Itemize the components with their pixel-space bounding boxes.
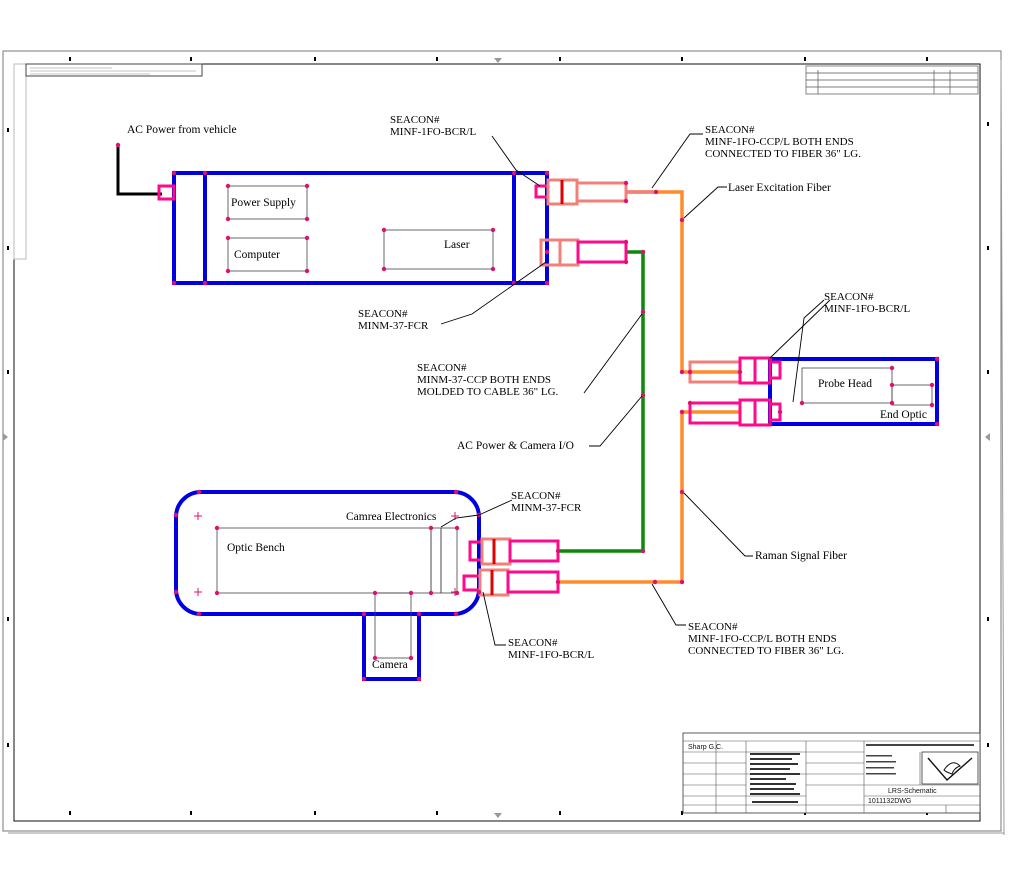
- vehicle-power-connector: [539, 238, 628, 267]
- vehicle-enclosure: [172, 171, 549, 285]
- camera-label: Camera: [372, 659, 408, 671]
- svg-text:SEACON#: SEACON#: [508, 637, 558, 649]
- ac-power-camera-cable: [558, 250, 645, 553]
- probe-enclosure: [768, 357, 939, 426]
- raman-fiber-label: Raman Signal Fiber: [755, 550, 847, 562]
- probe-signal-connector: [688, 398, 782, 427]
- svg-text:MINM-37-FCR: MINM-37-FCR: [358, 320, 429, 332]
- svg-text:MINM-37-CCP BOTH ENDS: MINM-37-CCP BOTH ENDS: [417, 374, 551, 386]
- sheet-inner-border: [13, 63, 981, 822]
- leader-lines: [440, 133, 831, 646]
- svg-text:SEACON#: SEACON#: [705, 124, 755, 136]
- svg-text:CONNECTED TO FIBER 36" LG.: CONNECTED TO FIBER 36" LG.: [705, 148, 861, 160]
- callout-ccp-cable: SEACON# MINM-37-CCP BOTH ENDS MOLDED TO …: [417, 362, 559, 398]
- computer-box: [227, 237, 308, 272]
- end-optic-label: End Optic: [880, 409, 927, 421]
- drawn-by-value: Sharp G.C.: [688, 744, 723, 751]
- revision-block: [805, 65, 979, 95]
- svg-text:MINF-1FO-CCP/L BOTH ENDS: MINF-1FO-CCP/L BOTH ENDS: [688, 633, 837, 645]
- camera-electronics-box: [440, 527, 458, 594]
- ac-power-cable: [116, 145, 162, 196]
- company-logo: [921, 751, 979, 785]
- raman-signal-fiber: [558, 410, 741, 584]
- callout-fcr-top: SEACON# MINM-37-FCR: [358, 308, 429, 332]
- callout-probe-bcr: SEACON# MINF-1FO-BCR/L: [824, 291, 910, 315]
- ac-power-label: AC Power from vehicle: [127, 124, 237, 136]
- power-supply-label: Power Supply: [231, 197, 296, 209]
- svg-text:MINF-1FO-BCR/L: MINF-1FO-BCR/L: [508, 649, 594, 661]
- callout-bcr-top: SEACON# MINF-1FO-BCR/L: [390, 114, 476, 138]
- svg-text:SEACON#: SEACON#: [390, 114, 440, 126]
- svg-text:SEACON#: SEACON#: [417, 362, 467, 374]
- svg-text:SEACON#: SEACON#: [511, 490, 561, 502]
- camera-electronics-label: Camrea Electronics: [346, 511, 437, 523]
- margin-strip: [13, 63, 27, 260]
- svg-text:MOLDED TO CABLE 36" LG.: MOLDED TO CABLE 36" LG.: [417, 386, 559, 398]
- revision-note-box: [25, 63, 203, 77]
- camera-box: [374, 592, 412, 659]
- callout-bcr-bottom: SEACON# MINF-1FO-BCR/L: [508, 637, 594, 661]
- svg-text:SEACON#: SEACON#: [688, 621, 738, 633]
- svg-text:MINF-1FO-BCR/L: MINF-1FO-BCR/L: [390, 126, 476, 138]
- laser-box: [383, 229, 494, 270]
- probe-head-label: Probe Head: [818, 378, 872, 390]
- callout-fcr-bottom: SEACON# MINM-37-FCR: [511, 490, 582, 514]
- computer-label: Computer: [234, 249, 280, 261]
- callout-ccp-bottom: SEACON# MINF-1FO-CCP/L BOTH ENDS CONNECT…: [688, 621, 844, 657]
- svg-text:CONNECTED TO FIBER 36" LG.: CONNECTED TO FIBER 36" LG.: [688, 645, 844, 657]
- vehicle-fiber-connector: [534, 178, 628, 206]
- svg-text:SEACON#: SEACON#: [824, 291, 874, 303]
- svg-text:MINF-1FO-CCP/L BOTH ENDS: MINF-1FO-CCP/L BOTH ENDS: [705, 136, 854, 148]
- drawing-title: LRS-Schematic: [888, 788, 937, 795]
- svg-text:MINF-1FO-BCR/L: MINF-1FO-BCR/L: [824, 303, 910, 315]
- end-optic-box: [891, 384, 933, 406]
- camera-enclosure: [362, 612, 421, 681]
- title-block: Sharp G.C. LRS-Schematic 1011132DWG: [682, 732, 981, 814]
- node-dots: [115, 142, 940, 682]
- laser-label: Laser: [444, 239, 470, 251]
- svg-text:MINM-37-FCR: MINM-37-FCR: [511, 502, 582, 514]
- optic-bench-label: Optic Bench: [227, 542, 285, 554]
- laser-fiber-label: Laser Excitation Fiber: [728, 182, 831, 194]
- callout-ccp-top: SEACON# MINF-1FO-CCP/L BOTH ENDS CONNECT…: [705, 124, 861, 160]
- power-supply-box: [227, 185, 308, 220]
- ac-camera-io-label: AC Power & Camera I/O: [457, 440, 574, 452]
- drawing-number: 1011132DWG: [868, 798, 911, 805]
- optic-enclosure: [174, 490, 481, 616]
- svg-text:SEACON#: SEACON#: [358, 308, 408, 320]
- ac-inlet-connector: [157, 184, 176, 201]
